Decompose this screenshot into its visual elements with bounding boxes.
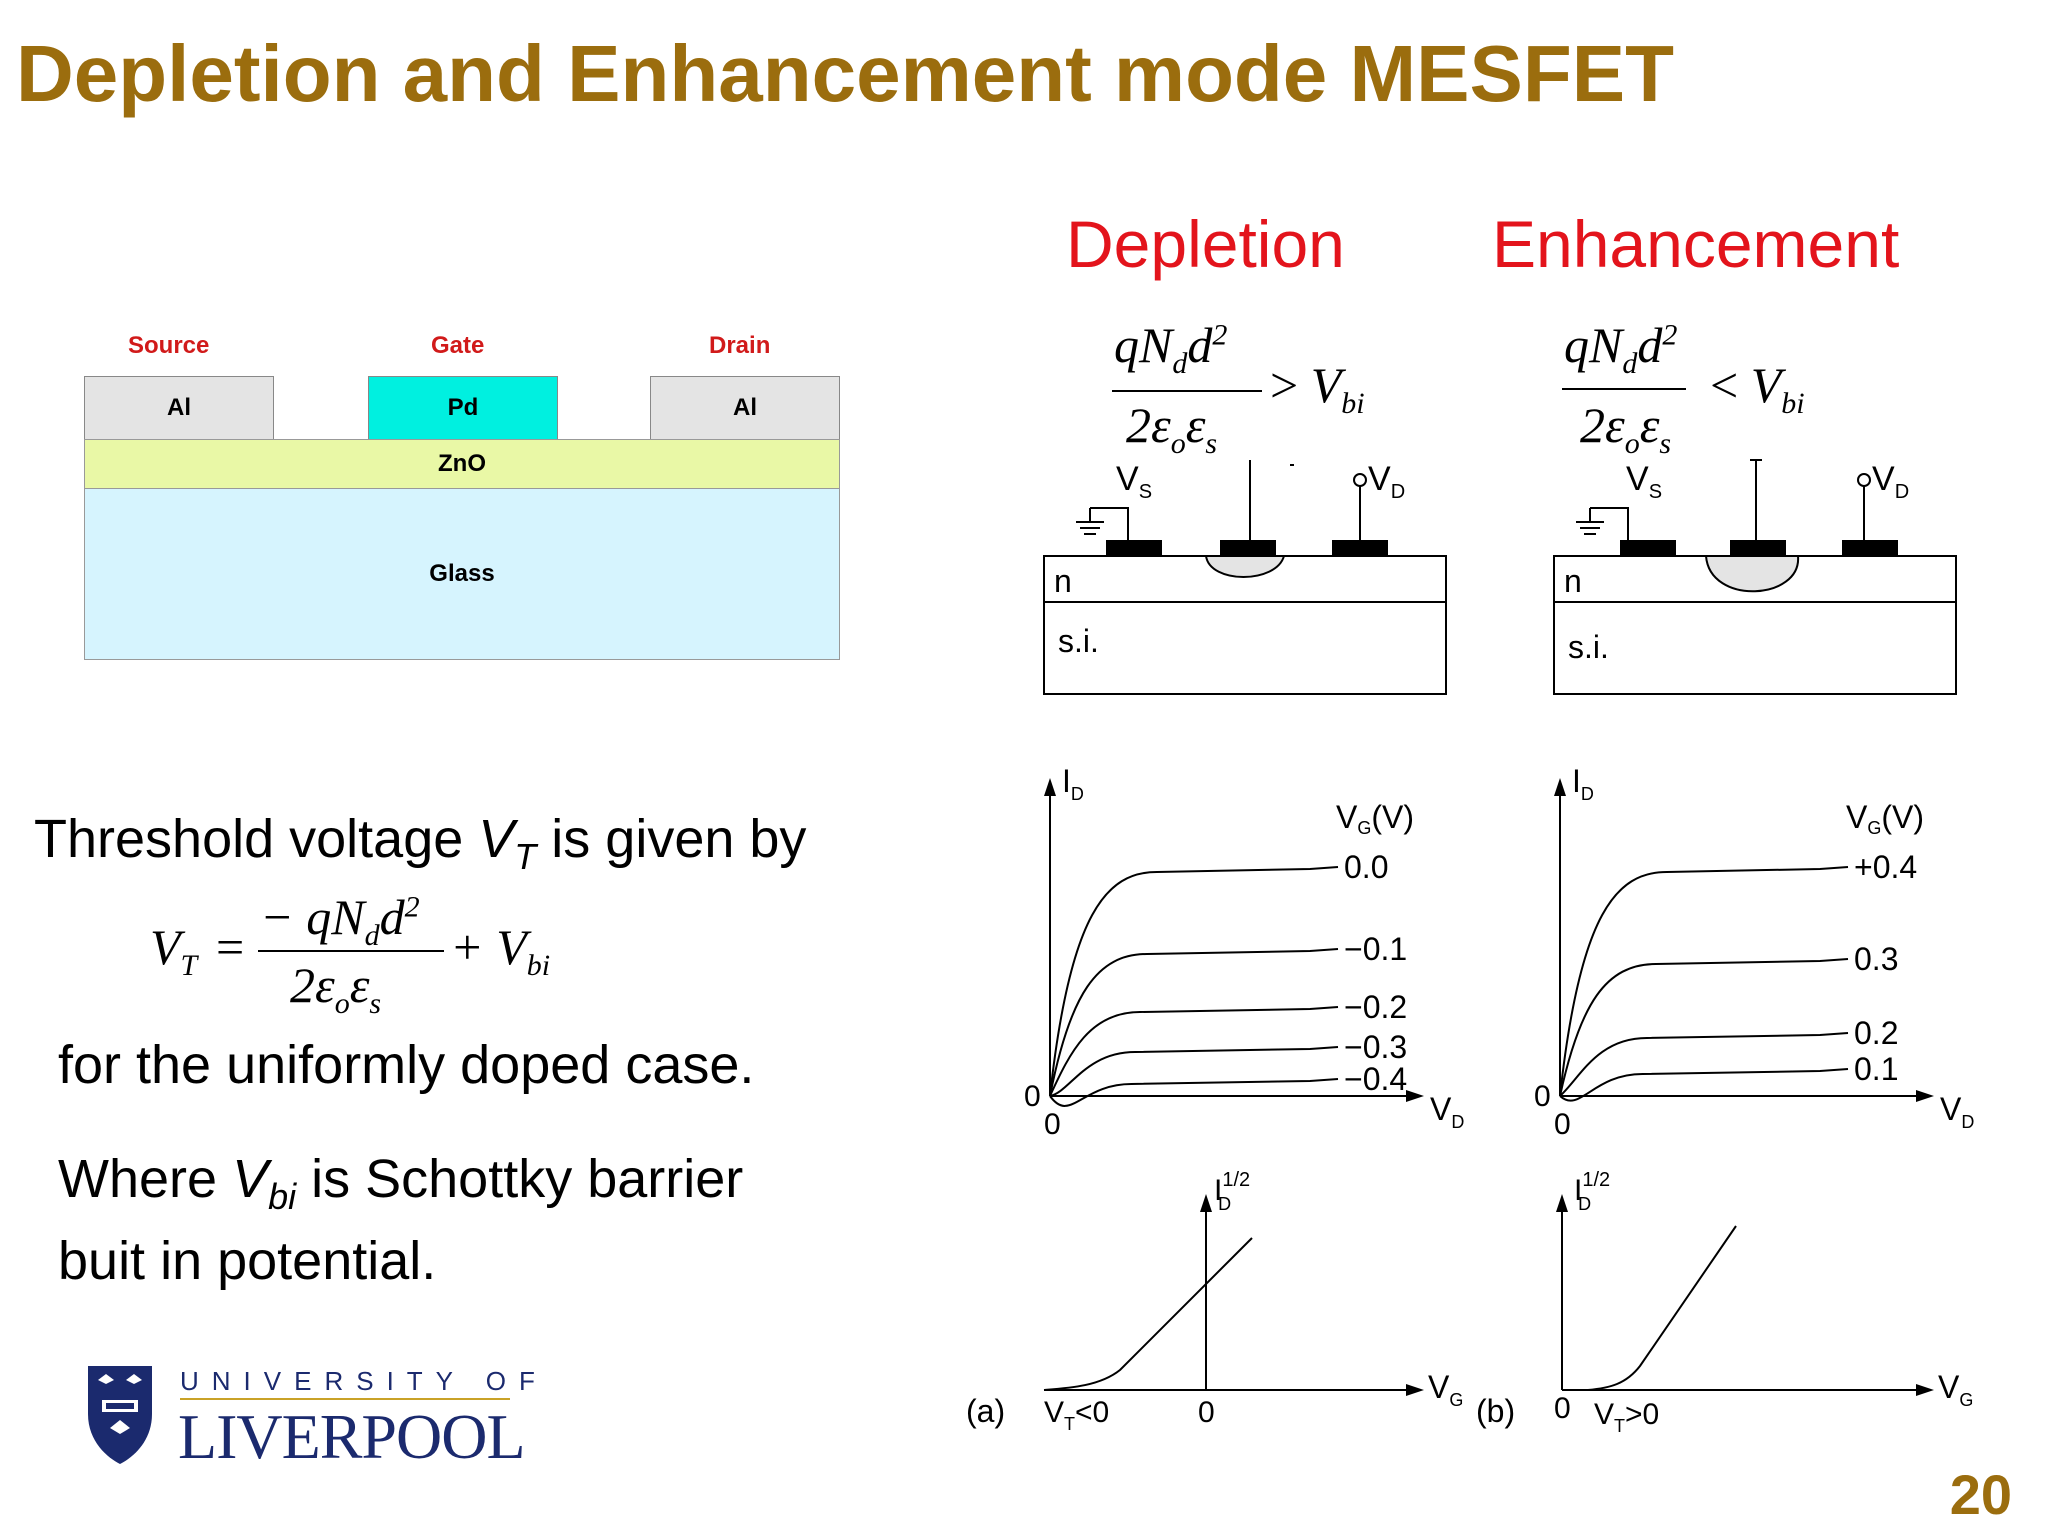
- depletion-si-label: s.i.: [1058, 623, 1099, 659]
- enhancement-vt-label: VT>0: [1594, 1398, 1659, 1436]
- depletion-condition: qNdd2 2εoεs > Vbi: [1112, 317, 1365, 460]
- depletion-iv-chart: ID VD VG(V) 0 0 0.0 −0.1 −0.2 −0.3−0.4: [1024, 763, 1464, 1140]
- enhancement-transfer-zero: 0: [1554, 1392, 1571, 1425]
- depletion-transfer-zero: 0: [1198, 1396, 1215, 1429]
- enhancement-n-label: n: [1564, 563, 1582, 599]
- enhancement-iv-xlabel: VD: [1940, 1091, 1974, 1132]
- equation-fraction-bar: [258, 950, 444, 952]
- depletion-vd-label: VD: [1368, 460, 1405, 503]
- enhancement-iv-origin-x: 0: [1554, 1108, 1571, 1140]
- depletion-iv-curve: [1049, 1078, 1339, 1107]
- depletion-iv-origin-y: 0: [1024, 1080, 1041, 1113]
- enhancement-iv-curve-label: 0.3: [1854, 941, 1898, 977]
- gate-contact: Pd: [368, 376, 558, 440]
- depletion-iv-curve: [1049, 1006, 1339, 1097]
- drain-label: Drain: [709, 332, 771, 359]
- vbi-text-line2: buit in potential.: [58, 1231, 437, 1291]
- depletion-iv-curve: [1049, 866, 1339, 1097]
- glass-label: Glass: [429, 560, 495, 587]
- vt-subscript: T: [514, 835, 537, 877]
- vbi-symbol: V: [232, 1149, 269, 1209]
- depletion-iv-curve: [1049, 948, 1339, 1097]
- enhancement-heading: Enhancement: [1492, 207, 1900, 281]
- enhancement-iv-curve: [1559, 1032, 1849, 1097]
- page-number: 20: [1949, 1463, 2012, 1526]
- source-metal-label: Al: [167, 394, 191, 421]
- enhancement-iv-curve-label: +0.4: [1854, 849, 1917, 885]
- drain-contact: Al: [650, 376, 840, 440]
- vbi-pre: Where: [58, 1149, 233, 1209]
- logo-rule: [180, 1398, 510, 1400]
- logo-line2: LIVERPOOL: [178, 1401, 526, 1472]
- depletion-iv-curve-label: −0.2: [1344, 989, 1407, 1025]
- depletion-iv-xlabel: VD: [1430, 1091, 1464, 1132]
- depletion-iv-curve-label: −0.3: [1344, 1029, 1407, 1065]
- equation-numerator: − qNdd2: [260, 889, 420, 952]
- enhancement-relation: <: [1710, 357, 1739, 413]
- enhancement-vs-label: VS: [1626, 460, 1662, 503]
- depletion-iv-origin-x: 0: [1044, 1108, 1061, 1140]
- equation-lhs: VT: [150, 919, 198, 982]
- threshold-post: is given by: [536, 809, 807, 869]
- threshold-text: Threshold voltage VT is given by: [34, 808, 806, 878]
- glass-substrate: Glass: [84, 488, 840, 660]
- depletion-iv-curve-label: 0.0: [1344, 849, 1388, 885]
- gate-metal-label: Pd: [447, 394, 479, 421]
- enhancement-iv-origin-y: 0: [1534, 1080, 1551, 1113]
- source-label: Source: [128, 332, 210, 359]
- vbi-text: Where Vbi is Schottky barrier: [58, 1148, 743, 1218]
- zno-label: ZnO: [438, 450, 486, 477]
- enhancement-si-label: s.i.: [1568, 629, 1609, 665]
- depletion-iv-curve: [1049, 1046, 1339, 1097]
- enhancement-iv-curve: [1559, 1068, 1849, 1102]
- crest-icon: [88, 1366, 152, 1464]
- depletion-heading: Depletion: [1066, 207, 1345, 281]
- depletion-iv-ylabel: ID: [1062, 763, 1084, 804]
- equation-denominator: 2εoεs: [290, 957, 382, 1020]
- gate-label: Gate: [431, 332, 485, 359]
- slide-title: Depletion and Enhancement mode MESFET: [16, 29, 1674, 118]
- depletion-iv-curve-label: −0.1: [1344, 931, 1407, 967]
- enhancement-device-diagram: VS VD n s.i.: [1553, 459, 1957, 695]
- depletion-vs-label: VS: [1116, 460, 1152, 503]
- depletion-device-diagram: VS VD n s.i.: [1043, 460, 1447, 695]
- depletion-vt-label: VT<0: [1044, 1396, 1109, 1434]
- equals-sign: =: [216, 919, 245, 975]
- zno-layer: ZnO: [84, 439, 840, 489]
- enhancement-iv-legend-title: VG(V): [1846, 799, 1924, 838]
- depletion-iv-legend-title: VG(V): [1336, 799, 1414, 838]
- equation-plus-vbi: + Vbi: [450, 919, 551, 982]
- vt-symbol: V: [478, 809, 515, 869]
- threshold-pre: Threshold voltage: [34, 809, 479, 869]
- uniform-doping-text: for the uniformly doped case.: [58, 1035, 755, 1095]
- enhancement-panel-label: (b): [1476, 1393, 1515, 1429]
- enhancement-condition: qNdd2 2εoεs < Vbi: [1562, 317, 1805, 460]
- vbi-subscript: bi: [268, 1175, 297, 1217]
- depletion-n-label: n: [1054, 563, 1072, 599]
- enhancement-vd-label: VD: [1872, 460, 1909, 503]
- threshold-equation: VT = − qNdd2 2εoεs + Vbi: [150, 888, 570, 1020]
- depletion-panel-label: (a): [966, 1393, 1005, 1429]
- logo-line1: UNIVERSITY OF: [180, 1366, 548, 1396]
- depletion-iv-curve-label: −0.4: [1344, 1061, 1407, 1097]
- drain-metal-label: Al: [733, 394, 757, 421]
- depletion-transfer-xlabel: VG: [1428, 1369, 1463, 1410]
- enhancement-iv-curve: [1559, 958, 1849, 1097]
- enhancement-iv-ylabel: ID: [1572, 763, 1594, 804]
- university-logo: UNIVERSITY OF LIVERPOOL: [84, 1362, 535, 1472]
- enhancement-iv-curve: [1559, 866, 1849, 1097]
- enhancement-iv-curve-label: 0.1: [1854, 1051, 1898, 1087]
- source-contact: Al: [84, 376, 274, 440]
- depletion-relation: >: [1270, 357, 1299, 413]
- enhancement-transfer-xlabel: VG: [1938, 1369, 1973, 1410]
- enhancement-iv-curve-label: 0.2: [1854, 1015, 1898, 1051]
- enhancement-iv-chart: ID VD VG(V) 0 0 +0.4 0.3 0.20.1: [1534, 763, 1974, 1140]
- vbi-post: is Schottky barrier: [296, 1149, 744, 1209]
